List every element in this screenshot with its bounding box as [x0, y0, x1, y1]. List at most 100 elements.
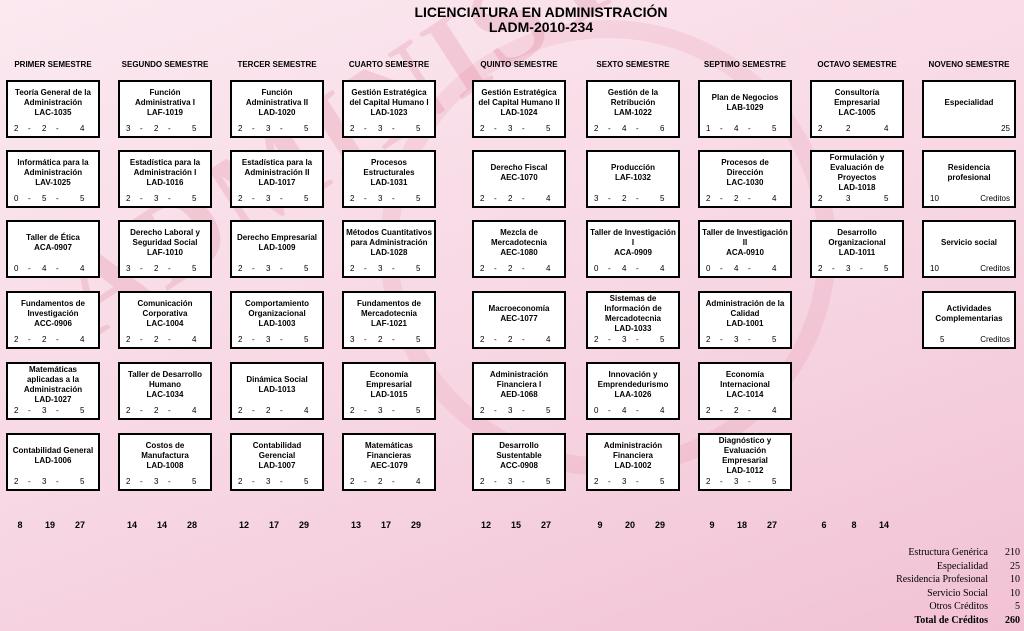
- credit-value: -: [252, 335, 255, 344]
- course-title: Fundamentos de Investigación: [20, 299, 85, 318]
- credit-value: -: [280, 477, 283, 486]
- course-credits: 2-3-5: [812, 264, 902, 274]
- credit-value: 2: [480, 124, 485, 133]
- credit-value: -: [748, 264, 751, 273]
- course-credits: 2-3-5: [120, 477, 210, 487]
- credit-value: 2: [42, 335, 47, 344]
- credit-value: 1: [706, 124, 711, 133]
- course-code: LAD-1015: [370, 390, 408, 399]
- total-value: 9: [709, 520, 715, 530]
- credit-right: Creditos: [980, 264, 1010, 273]
- course-credits: 2-3-5: [232, 264, 322, 274]
- credit-value: 2: [622, 194, 627, 203]
- total-value: 13: [350, 520, 361, 530]
- credit-value: -: [522, 477, 525, 486]
- course-card[interactable]: Gestión Estratégica del Capital Humano I…: [342, 80, 436, 138]
- total-value: 9: [597, 520, 603, 530]
- course-credits: 2-3-5: [344, 194, 434, 204]
- course-card[interactable]: Métodos Cuantitativos para Administració…: [342, 220, 436, 278]
- credit-value: 4: [660, 264, 665, 273]
- credit-value: 5: [772, 477, 777, 486]
- course-card[interactable]: Matemáticas aplicadas a la Administració…: [6, 362, 100, 420]
- credit-value: -: [748, 335, 751, 344]
- credit-value: -: [28, 264, 31, 273]
- credit-value: 2: [378, 477, 383, 486]
- credit-value: 2: [266, 406, 271, 415]
- course-card[interactable]: Gestión Estratégica del Capital Humano I…: [472, 80, 566, 138]
- credit-value: 2: [508, 194, 513, 203]
- course-code: LAD-1027: [34, 395, 72, 404]
- course-card[interactable]: Sistemas de Información de Mercadotecnia…: [586, 291, 680, 349]
- credit-value: -: [720, 124, 723, 133]
- credit-value: -: [860, 264, 863, 273]
- course-title: Gestión de la Retribución: [607, 88, 659, 107]
- credit-value: -: [56, 194, 59, 203]
- credit-value: -: [56, 335, 59, 344]
- credit-value: 3: [378, 194, 383, 203]
- course-code: LAC-1005: [838, 108, 876, 117]
- total-value: 28: [186, 520, 197, 530]
- credit-value: 2: [238, 406, 243, 415]
- credit-value: -: [636, 477, 639, 486]
- credit-value: 4: [734, 264, 739, 273]
- credit-value: 2: [154, 406, 159, 415]
- credit-value: 3: [350, 335, 355, 344]
- credit-value: -: [392, 335, 395, 344]
- credit-value: -: [252, 194, 255, 203]
- credit-value: 3: [622, 477, 627, 486]
- credit-value: 2: [350, 194, 355, 203]
- summary-value: 210: [1005, 547, 1020, 558]
- course-title: Residencia profesional: [947, 163, 991, 182]
- credit-right: Creditos: [980, 194, 1010, 203]
- course-code: LAD-1001: [726, 319, 764, 328]
